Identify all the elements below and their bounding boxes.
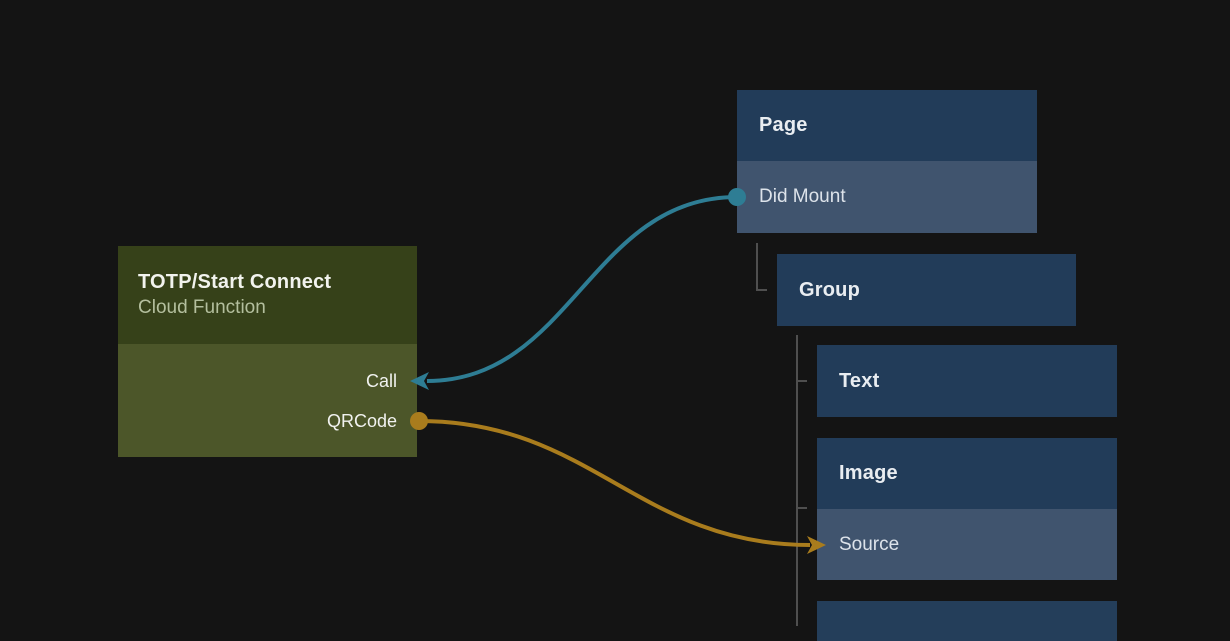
node-group-header[interactable]: Group	[777, 254, 1076, 326]
node-group[interactable]: Group	[777, 254, 1076, 326]
node-image-title: Image	[839, 462, 898, 484]
cloud-function-ports: Call QRCode	[118, 344, 417, 457]
port-qrcode[interactable]: QRCode	[118, 401, 397, 441]
cloud-function-header[interactable]: TOTP/Start Connect Cloud Function	[118, 246, 417, 344]
cloud-function-title: TOTP/Start Connect	[138, 271, 332, 293]
node-page-header[interactable]: Page	[737, 90, 1037, 161]
edge-qrcode-to-source[interactable]	[418, 419, 811, 547]
port-qrcode-label: QRCode	[326, 410, 397, 431]
port-source-label: Source	[839, 533, 900, 555]
port-did-mount[interactable]: Did Mount	[737, 161, 1037, 233]
cloud-function-subtitle: Cloud Function	[138, 297, 266, 318]
node-group-title: Group	[799, 278, 860, 301]
port-did-mount-label: Did Mount	[759, 186, 846, 207]
port-source[interactable]: Source	[817, 509, 1117, 580]
node-partial-header[interactable]	[817, 601, 1117, 641]
node-page[interactable]: Page Did Mount	[737, 90, 1037, 233]
node-partial-bottom[interactable]	[817, 601, 1117, 641]
node-text-title: Text	[839, 369, 880, 392]
port-call-label: Call	[365, 370, 397, 391]
node-page-title: Page	[759, 114, 808, 136]
node-cloud-function[interactable]: TOTP/Start Connect Cloud Function Call Q…	[118, 246, 417, 457]
node-image-header[interactable]: Image	[817, 438, 1117, 509]
node-text[interactable]: Text	[817, 345, 1117, 417]
edge-didmount-to-call[interactable]	[426, 195, 738, 383]
node-text-header[interactable]: Text	[817, 345, 1117, 417]
node-image[interactable]: Image Source	[817, 438, 1117, 580]
port-call[interactable]: Call	[118, 361, 397, 401]
